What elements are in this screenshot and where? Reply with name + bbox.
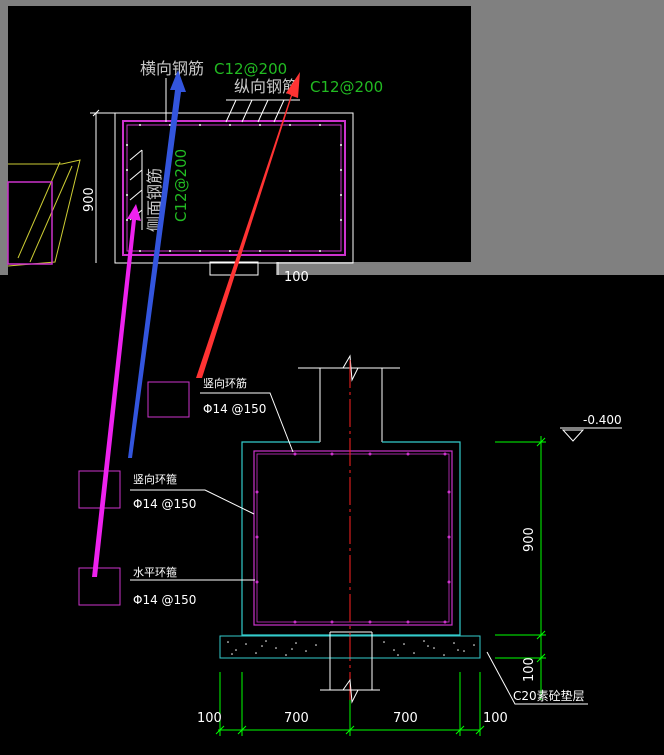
top-rebar-dots (126, 124, 342, 252)
foundation-rebar-cage (253, 450, 453, 626)
bottom-section-drawing: 竖向环筋 Φ14 @150 竖向环箍 Φ14 @150 水平环箍 Φ14 @15… (78, 354, 622, 736)
triangle-marker-icon (560, 427, 622, 442)
bottom-dim-3: 700 (393, 711, 418, 726)
longitudinal-rebar-label: 纵向钢筋 (234, 77, 298, 96)
column-stub (298, 354, 400, 442)
vertical-ring-top-label: 竖向环筋 (203, 376, 247, 390)
top-dim-height-text: 900 (82, 187, 97, 212)
top-concrete-outline (114, 112, 354, 264)
horizontal-ring-label: 水平环箍 (133, 565, 177, 579)
horizontal-ring-spec: Φ14 @150 (133, 593, 196, 607)
top-rebar-cage (122, 120, 346, 256)
top-section-drawing: 900 100 横向钢筋 C12@200 纵向钢筋 C12@200 侧面钢筋 C… (7, 59, 383, 285)
vertical-ring-top-spec: Φ14 @150 (203, 402, 266, 416)
label-box-vertical-ring (78, 470, 121, 509)
label-leaders (130, 392, 588, 705)
bottom-dim-2: 700 (284, 711, 309, 726)
elevation-text: -0.400 (583, 413, 622, 427)
annotation-arrows (92, 70, 300, 577)
gray-panel (471, 0, 664, 275)
top-left-gray-strip (0, 0, 8, 275)
right-dimension (495, 436, 546, 700)
top-dim-bottom-text: 100 (284, 270, 309, 285)
bottom-dimension (215, 672, 485, 736)
transverse-rebar-spec: C12@200 (214, 60, 287, 78)
left-adjacent-structure (7, 159, 81, 267)
label-box-vertical-ring-top (147, 381, 190, 418)
transverse-rebar-label: 横向钢筋 (140, 59, 204, 78)
bottom-dim-1: 100 (197, 711, 222, 726)
top-dimension-height (90, 109, 115, 263)
cushion-layer-label: C20素砼垫层 (513, 688, 585, 703)
vertical-ring-label: 竖向环箍 (133, 472, 177, 486)
side-rebar-spec: C12@200 (172, 149, 190, 222)
arrow-icon (128, 70, 186, 458)
bottom-dim-4: 100 (483, 711, 508, 726)
longitudinal-rebar-spec: C12@200 (310, 78, 383, 96)
right-dim-height-text: 900 (522, 527, 537, 552)
left-rebar-box (7, 181, 53, 265)
pile-stub (320, 631, 380, 704)
arrow-icon (196, 72, 300, 378)
label-box-horizontal-ring (78, 567, 121, 606)
top-gray-strip (0, 0, 471, 6)
right-dim-cushion-text: 100 (522, 657, 537, 682)
arrow-icon (92, 204, 141, 577)
foundation-rebar-dots (255, 452, 451, 624)
foundation-outline (241, 441, 461, 636)
vertical-ring-spec: Φ14 @150 (133, 497, 196, 511)
top-leader-ticks (129, 78, 300, 230)
cushion-hatch-dots (227, 640, 475, 656)
top-bottom-gray-strip (276, 262, 471, 275)
cushion-layer (219, 635, 481, 659)
